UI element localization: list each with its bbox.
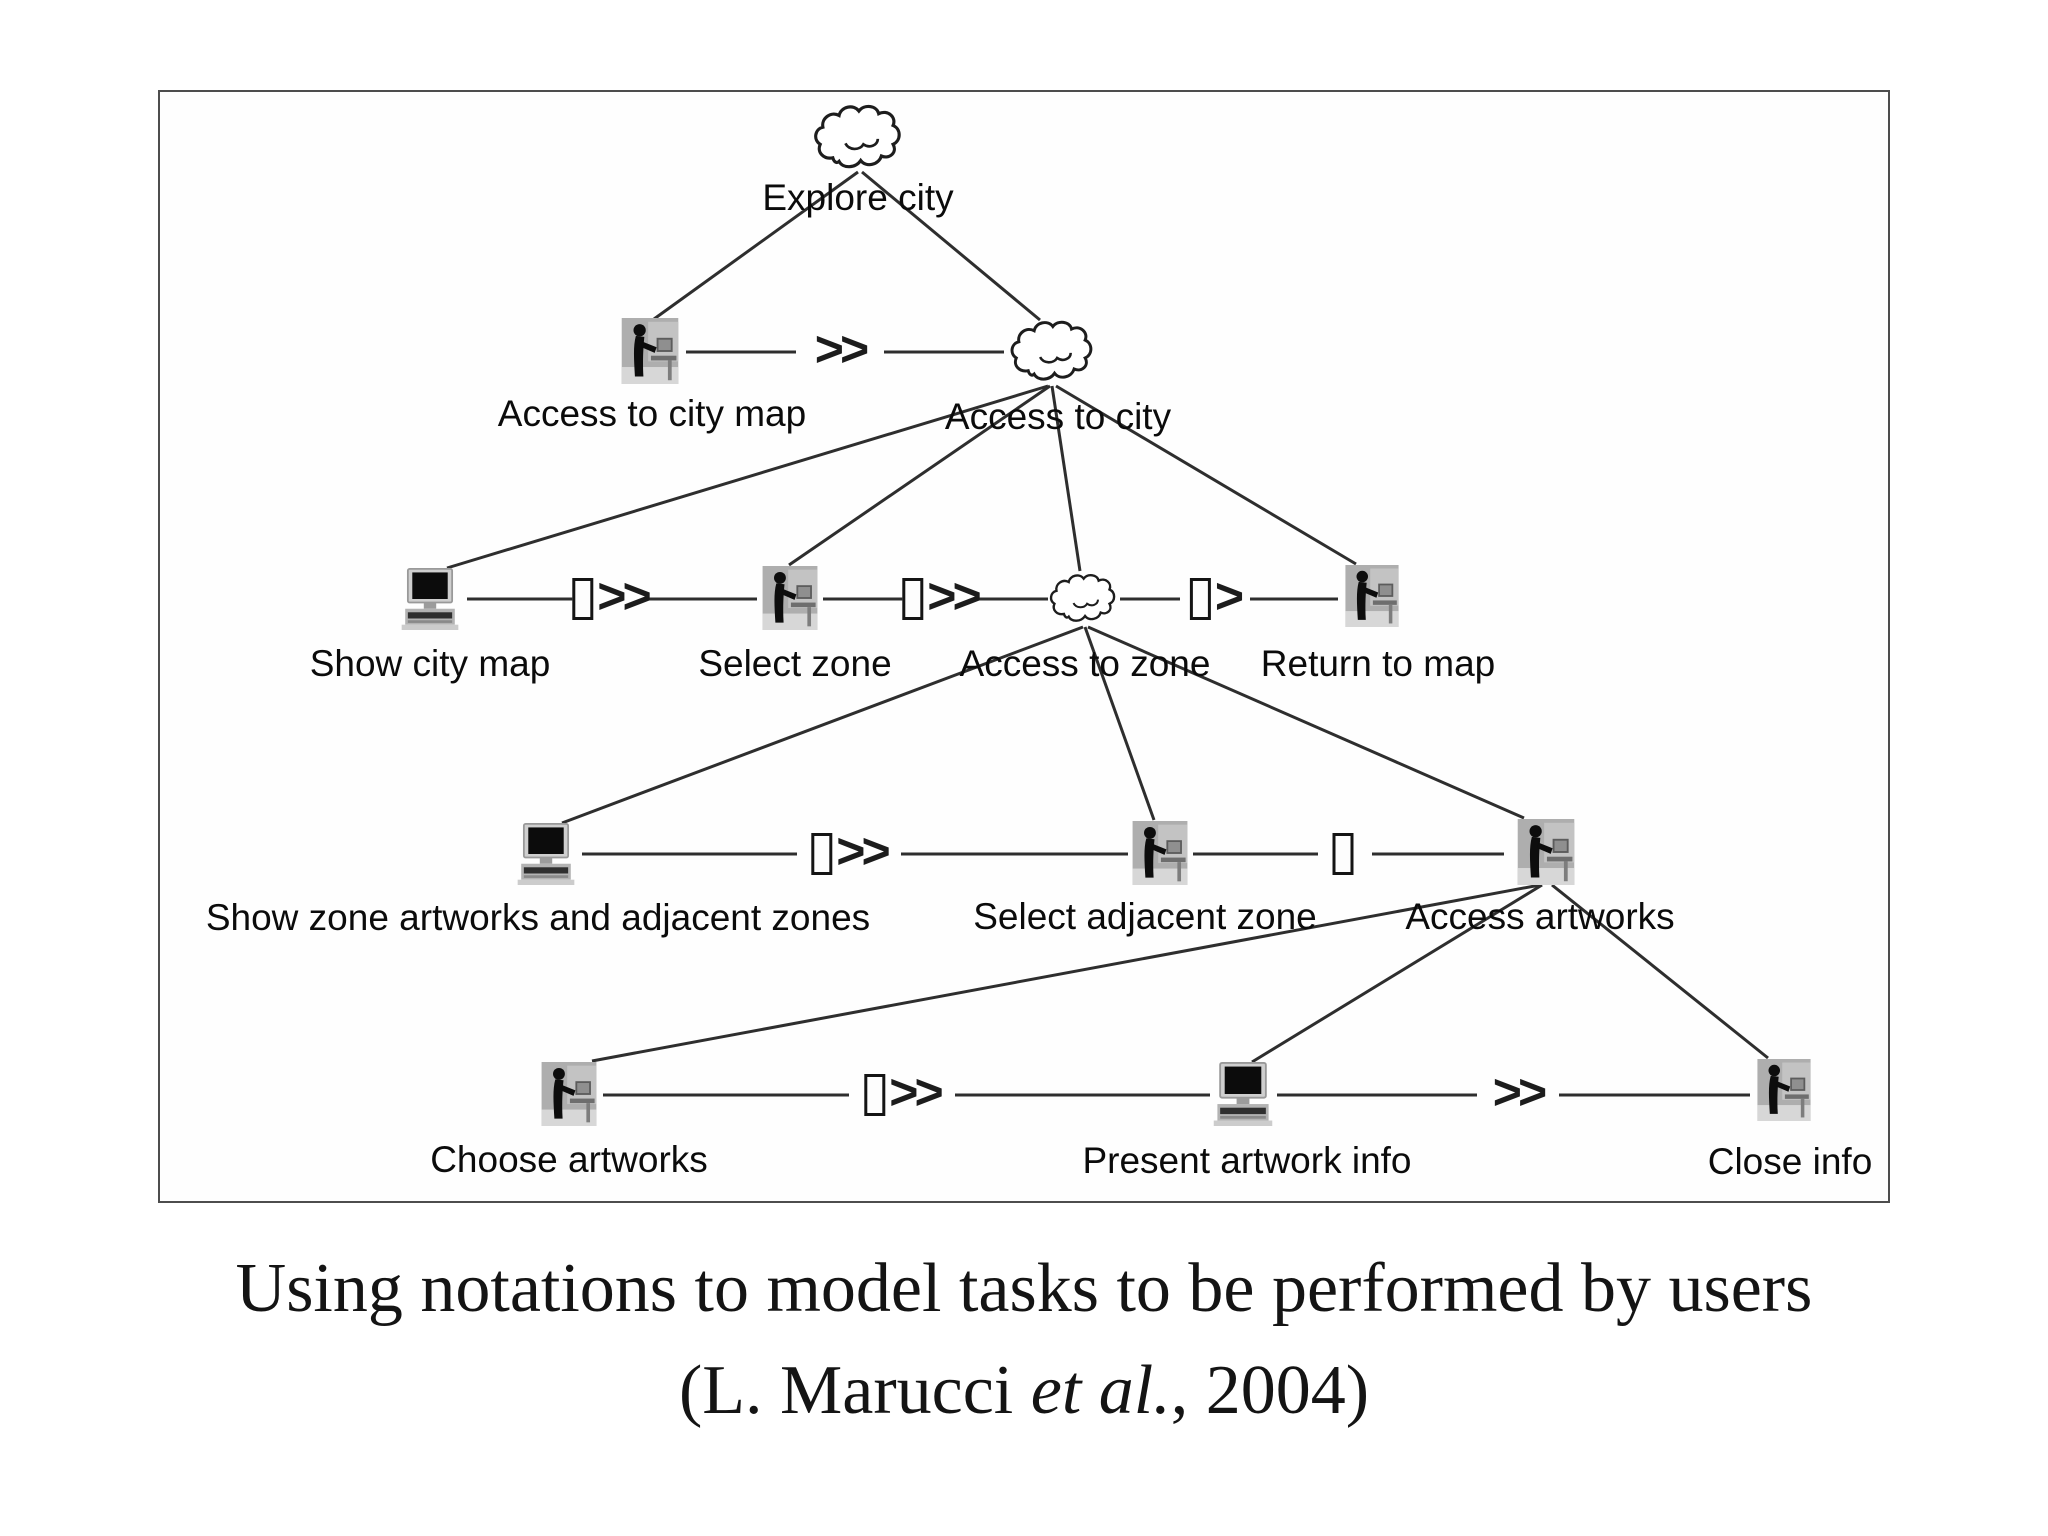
task-label-select-adjacent-zone: Select adjacent zone	[973, 896, 1317, 937]
computer-task-icon	[1211, 1062, 1275, 1126]
box-operator-icon	[1189, 578, 1211, 620]
task-label-return-to-map: Return to map	[1260, 643, 1496, 684]
computer-task-icon	[514, 823, 578, 885]
task-label-present-artwork-info: Present artwork info	[1082, 1140, 1412, 1181]
task-label-explore-city: Explore city	[762, 177, 954, 218]
computer-task-icon	[397, 568, 463, 630]
enabling-arrows: >	[1214, 568, 1244, 624]
box-operator-icon	[811, 833, 833, 875]
caption-line2-prefix: (L. Marucci	[678, 1351, 1031, 1429]
user-task-icon	[1752, 1059, 1816, 1121]
user-task-icon	[618, 318, 682, 384]
caption: Using notations to model tasks to be per…	[0, 1238, 2048, 1441]
user-task-icon	[538, 1062, 600, 1126]
cloud-icon	[812, 102, 904, 174]
operator-enabling: >>	[814, 321, 869, 380]
caption-line2: (L. Marucci et al., 2004)	[0, 1340, 2048, 1442]
enabling-arrows: >>	[597, 568, 651, 624]
cloud-icon	[1049, 571, 1117, 627]
task-label-access-artworks: Access artworks	[1405, 896, 1675, 937]
task-label-show-city-map: Show city map	[309, 643, 551, 684]
operator-enabling-info: >	[1189, 568, 1244, 627]
box-operator-icon	[1332, 833, 1354, 875]
box-operator-icon	[572, 578, 594, 620]
caption-line2-suffix: , 2004)	[1170, 1351, 1370, 1429]
box-operator-icon	[864, 1074, 886, 1116]
operator-enabling-info: >>	[572, 568, 652, 627]
user-task-icon	[1510, 819, 1582, 885]
enabling-arrows: >>	[1492, 1064, 1547, 1120]
caption-line1: Using notations to model tasks to be per…	[235, 1250, 1813, 1327]
task-label-access-to-city: Access to city	[944, 396, 1172, 437]
caption-line2-italic: et al.	[1030, 1351, 1171, 1429]
operator-box-only	[1332, 833, 1358, 875]
user-task-icon	[1341, 565, 1403, 627]
task-label-close-info: Close info	[1707, 1141, 1873, 1182]
operator-enabling: >>	[1492, 1064, 1547, 1123]
operator-enabling-info: >>	[811, 823, 891, 882]
enabling-arrows: >>	[814, 321, 869, 377]
task-label-access-to-zone: Access to zone	[959, 643, 1211, 684]
operator-enabling-info: >>	[864, 1064, 944, 1123]
task-label-choose-artworks: Choose artworks	[430, 1139, 708, 1180]
enabling-arrows: >>	[836, 823, 890, 879]
task-label-show-zone-artworks: Show zone artworks and adjacent zones	[205, 897, 871, 938]
cloud-icon	[1008, 318, 1096, 386]
box-operator-icon	[902, 578, 924, 620]
operator-enabling-info: >>	[902, 568, 982, 627]
enabling-arrows: >>	[889, 1064, 943, 1120]
user-task-icon	[1130, 821, 1190, 885]
task-label-access-to-city-map: Access to city map	[497, 393, 807, 434]
enabling-arrows: >>	[927, 568, 981, 624]
user-task-icon	[759, 566, 821, 630]
task-label-select-zone: Select zone	[698, 643, 892, 684]
